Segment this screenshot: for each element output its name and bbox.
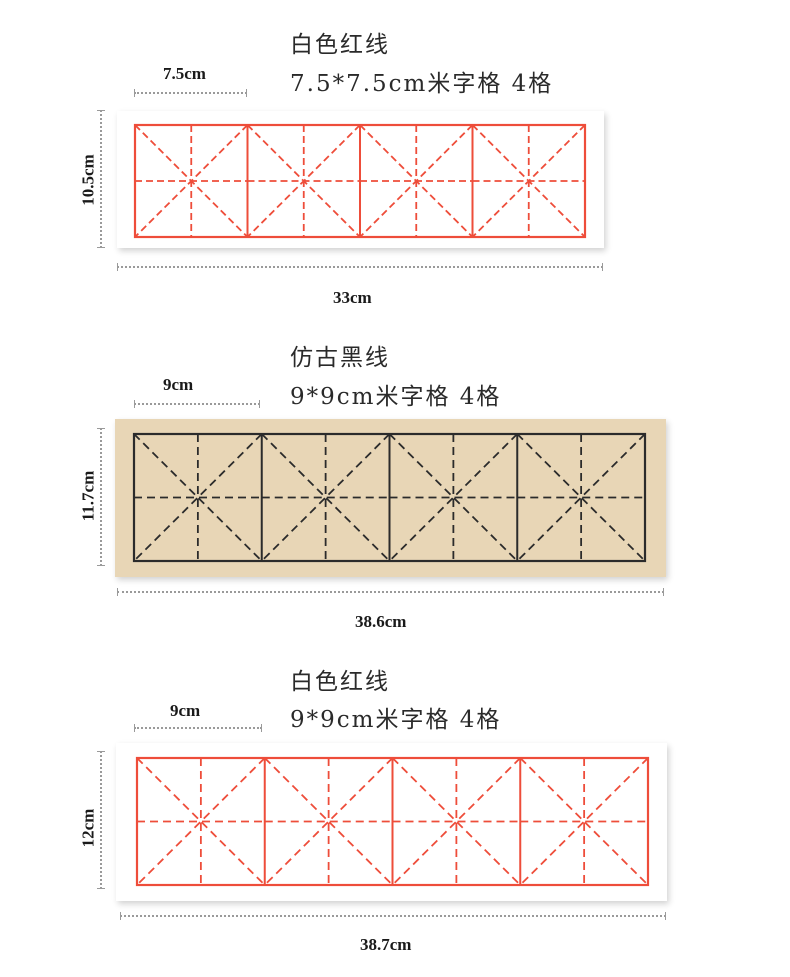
- cell-width-label: 9cm: [170, 701, 201, 720]
- width-label: 38.6cm: [355, 612, 407, 631]
- grid-frame: [133, 123, 587, 239]
- diagonal-guide: [516, 433, 646, 562]
- width-dimension-line: [120, 912, 666, 920]
- diagonal-guide: [388, 433, 518, 562]
- mi-grid: [133, 123, 587, 239]
- paper-sheet: [115, 419, 666, 577]
- diagonal-guide: [133, 433, 263, 562]
- diagonal-guide: [261, 433, 391, 562]
- diagonal-guide: [519, 757, 649, 886]
- title-line1: 仿古黑线: [290, 345, 390, 371]
- diagonal-guide: [519, 757, 649, 886]
- diagonal-guide: [516, 433, 646, 562]
- width-dimension-line: [117, 263, 603, 271]
- diagonal-guide: [391, 757, 521, 886]
- width-label: 38.7cm: [360, 935, 412, 954]
- mi-grid: [132, 432, 647, 563]
- height-label: 11.7cm: [78, 470, 98, 522]
- cell-width-label: 9cm: [163, 375, 194, 394]
- grid-frame: [132, 432, 647, 563]
- cell-width-dimension-line: [134, 400, 260, 408]
- diagonal-guide: [391, 757, 521, 886]
- diagonal-guide: [264, 757, 394, 886]
- paper-sheet: [116, 743, 667, 901]
- width-dimension-line: [117, 588, 664, 596]
- grid-frame: [135, 756, 650, 887]
- title-line1: 白色红线: [290, 669, 390, 695]
- paper-sheet: [117, 111, 604, 248]
- diagonal-guide: [264, 757, 394, 886]
- diagonal-guide: [261, 433, 391, 562]
- cell-width-dimension-line: [134, 724, 262, 732]
- height-label: 12cm: [78, 808, 98, 848]
- cell-width-dimension-line: [134, 89, 247, 97]
- height-dimension-line: [97, 110, 105, 248]
- mi-grid: [135, 756, 650, 887]
- height-dimension-line: [97, 751, 105, 889]
- diagonal-guide: [136, 757, 266, 886]
- title-line2: 7.5*7.5cm米字格 4格: [290, 71, 554, 97]
- cell-width-label: 7.5cm: [163, 64, 206, 83]
- height-label: 10.5cm: [78, 154, 98, 206]
- title-line2: 9*9cm米字格 4格: [290, 707, 502, 733]
- diagonal-guide: [136, 757, 266, 886]
- diagonal-guide: [388, 433, 518, 562]
- title-line2: 9*9cm米字格 4格: [290, 384, 502, 410]
- diagonal-guide: [133, 433, 263, 562]
- title-line1: 白色红线: [290, 32, 390, 58]
- width-label: 33cm: [333, 288, 372, 307]
- height-dimension-line: [97, 428, 105, 566]
